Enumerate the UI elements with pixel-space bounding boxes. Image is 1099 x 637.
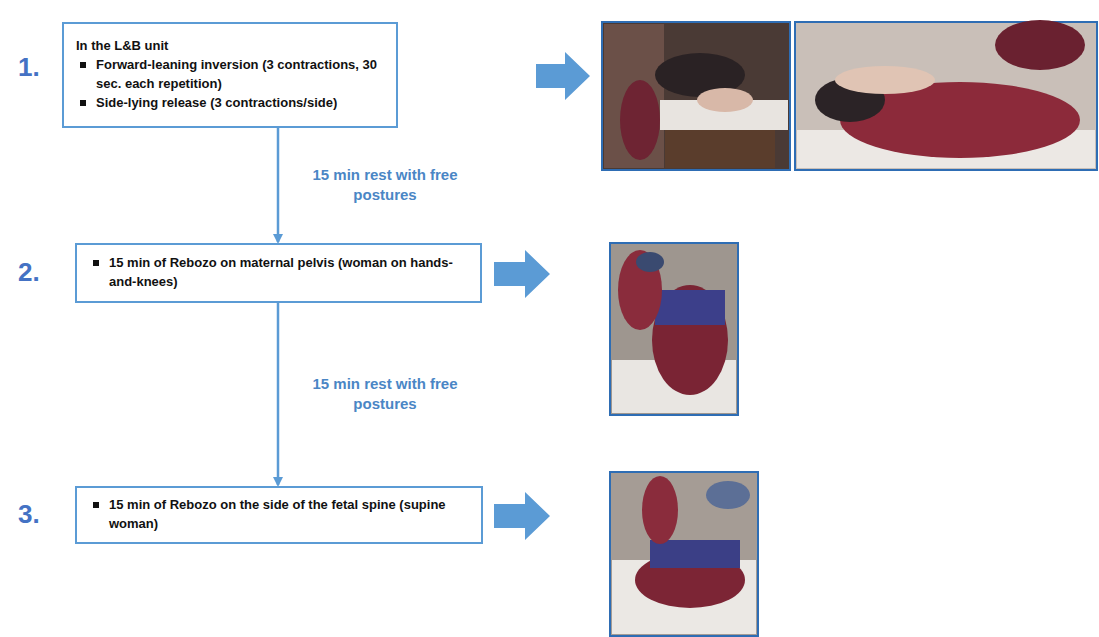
- process-box: In the L&B unitForward-leaning inversion…: [62, 22, 398, 128]
- photo: [602, 22, 790, 170]
- box-text: Side-lying release (3 contractions/side): [96, 95, 337, 110]
- block-arrow: [536, 52, 590, 100]
- photo: [610, 243, 738, 415]
- block-arrow: [494, 492, 550, 540]
- box-text: 15 min of Rebozo on the side of the feta…: [109, 497, 446, 531]
- flow-arrow: [277, 128, 280, 242]
- bullet: [80, 100, 86, 106]
- box-text: 15 min of Rebozo on maternal pelvis (wom…: [109, 255, 453, 289]
- step-number: 1.: [18, 52, 40, 83]
- text-row: Side-lying release (3 contractions/side): [76, 94, 386, 113]
- block-arrow: [494, 250, 550, 298]
- photo: [795, 20, 1097, 170]
- edge-label: 15 min rest with free postures: [310, 165, 460, 206]
- edge-label: 15 min rest with free postures: [310, 374, 460, 415]
- bullet: [80, 62, 86, 68]
- box-text: Forward-leaning inversion (3 contraction…: [96, 57, 377, 91]
- photo: [610, 472, 758, 636]
- bullet: [93, 502, 99, 508]
- text-row: Forward-leaning inversion (3 contraction…: [76, 56, 386, 94]
- text-row: In the L&B unit: [76, 37, 386, 56]
- text-row: 15 min of Rebozo on maternal pelvis (wom…: [89, 254, 470, 292]
- step-number: 3.: [18, 499, 40, 530]
- process-box: 15 min of Rebozo on maternal pelvis (wom…: [75, 243, 482, 303]
- box-heading: In the L&B unit: [76, 38, 168, 53]
- text-row: 15 min of Rebozo on the side of the feta…: [89, 496, 471, 534]
- bullet: [93, 260, 99, 266]
- step-number: 2.: [18, 257, 40, 288]
- flow-arrow: [277, 303, 280, 485]
- process-box: 15 min of Rebozo on the side of the feta…: [75, 486, 483, 544]
